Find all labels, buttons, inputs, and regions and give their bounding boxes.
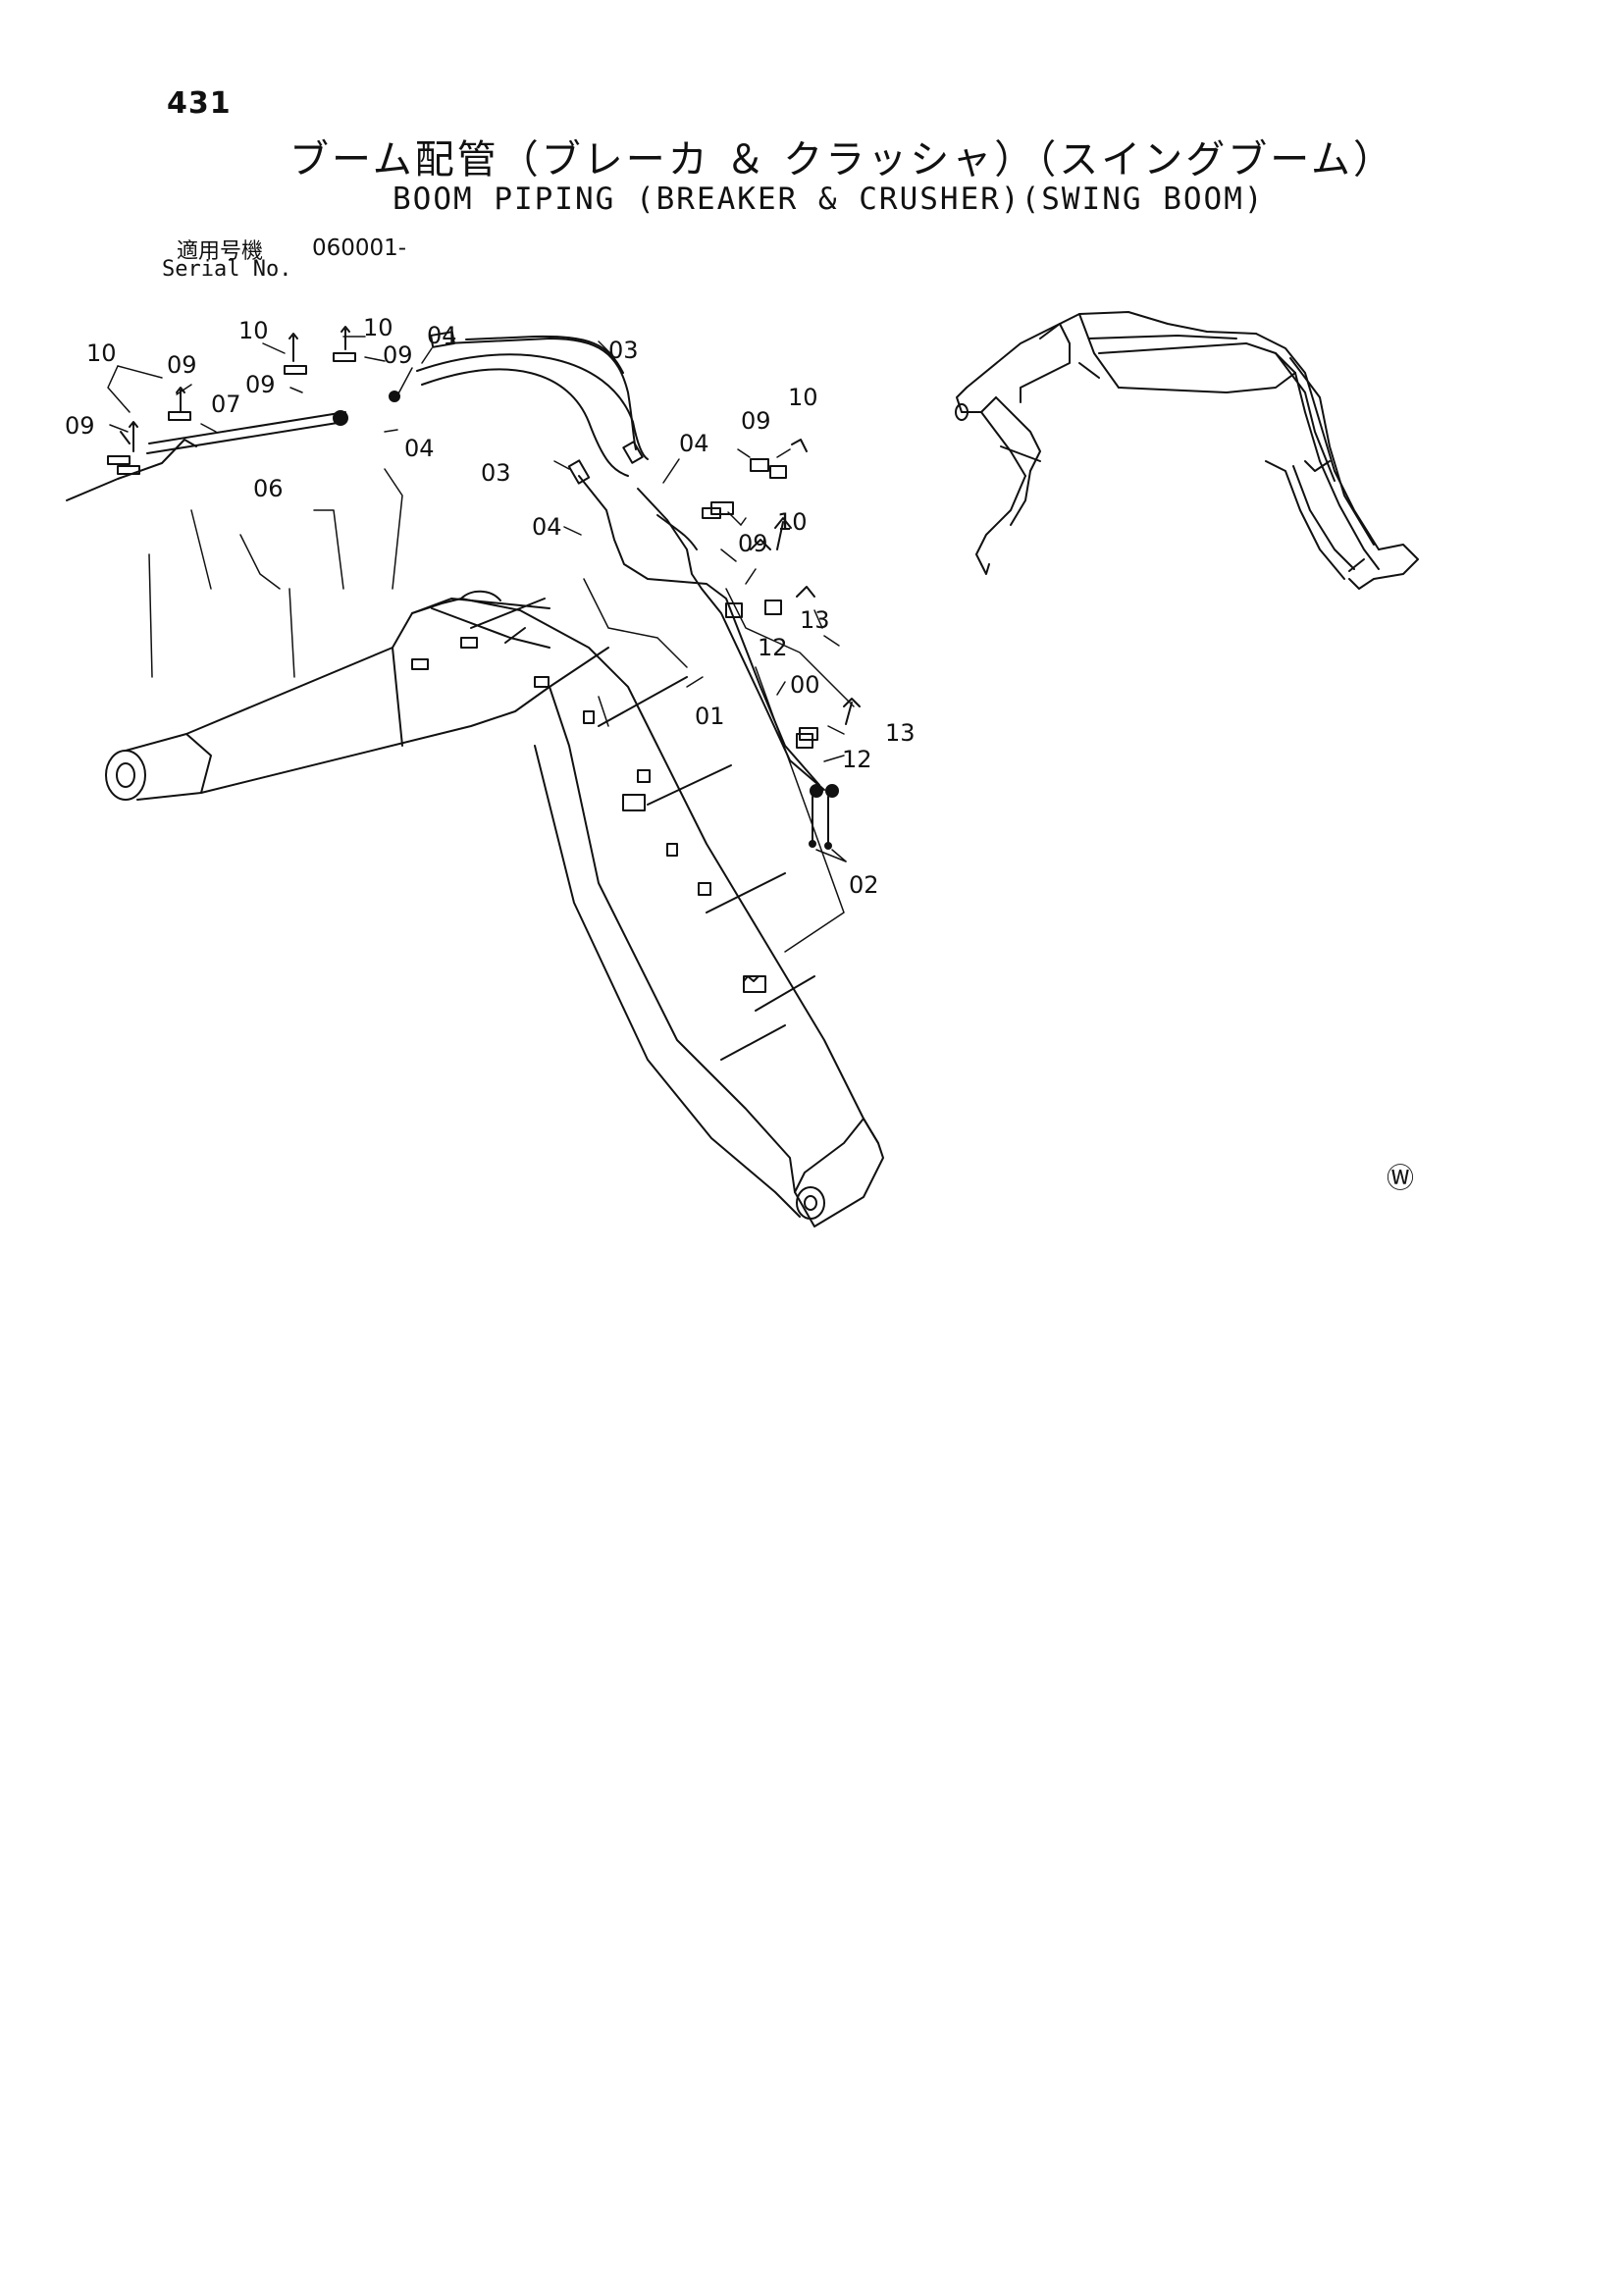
- callout-01: 01: [695, 703, 725, 730]
- callout-09: 09: [65, 412, 95, 440]
- callout-00: 00: [790, 671, 820, 699]
- watermark-symbol: Ⓦ: [1387, 1162, 1414, 1194]
- callout-04: 04: [404, 435, 435, 462]
- callout-07: 07: [211, 391, 241, 418]
- title-english: BOOM PIPING (BREAKER & CRUSHER)(SWING BO…: [393, 182, 1265, 217]
- callout-04: 04: [427, 322, 457, 349]
- callout-02: 02: [849, 871, 879, 899]
- callout-10: 10: [777, 508, 808, 536]
- callout-09: 09: [383, 341, 413, 369]
- callout-13: 13: [800, 606, 830, 634]
- leader-lines: [107, 336, 855, 953]
- callout-09: 09: [245, 371, 276, 398]
- callout-03: 03: [481, 459, 511, 487]
- callout-06: 06: [253, 475, 284, 502]
- page-number: 431: [167, 86, 232, 121]
- callout-10: 10: [788, 384, 818, 411]
- title-japanese: ブーム配管（ブレーカ ＆ クラッシャ）（スイングブーム）: [289, 137, 1396, 183]
- callout-10: 10: [86, 339, 117, 367]
- serial-label-japanese: 適用号機: [177, 239, 264, 264]
- boom-body-drawing: [105, 590, 884, 1227]
- inset-swing-boom-drawing: [955, 311, 1419, 590]
- callout-13: 13: [885, 719, 916, 747]
- serial-number-value: 060001-: [312, 235, 407, 261]
- callout-09: 09: [741, 407, 771, 435]
- callout-10: 10: [238, 317, 269, 344]
- callout-labels: 10 09 07 09 06 10 09 10 09 04 04 03 03 0…: [65, 314, 916, 899]
- callout-12: 12: [842, 746, 872, 773]
- pipe-lines: [66, 331, 839, 850]
- callout-09: 09: [738, 530, 768, 557]
- callout-10: 10: [363, 314, 393, 341]
- serial-label-english: Serial No.: [162, 257, 292, 282]
- callout-04: 04: [532, 513, 562, 541]
- bolts-and-clamps: [107, 326, 861, 982]
- callout-03: 03: [608, 337, 639, 364]
- callout-12: 12: [758, 634, 788, 661]
- callout-09: 09: [167, 351, 197, 379]
- callout-04: 04: [679, 430, 709, 457]
